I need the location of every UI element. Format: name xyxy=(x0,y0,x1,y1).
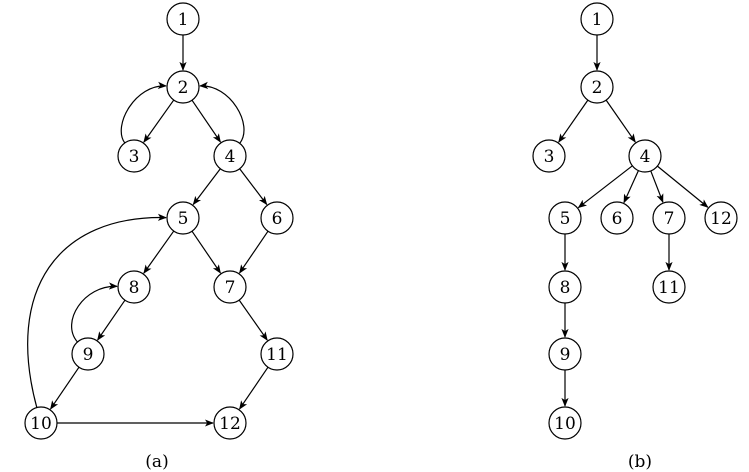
node-b-2-label: 2 xyxy=(592,78,603,98)
node-a-8-circle xyxy=(117,270,151,304)
edge-a-9-to-8 xyxy=(71,282,118,343)
node-b-2-circle xyxy=(580,70,614,104)
node-a-9-circle xyxy=(71,337,105,371)
node-b-5-circle xyxy=(548,201,582,235)
node-a-10-circle xyxy=(24,406,58,440)
node-a-10-label: 10 xyxy=(30,414,52,434)
node-b-11: 11 xyxy=(652,270,686,304)
node-a-11-circle xyxy=(260,337,294,371)
edge-b-4-to-12 xyxy=(657,165,709,208)
node-b-3-circle xyxy=(532,139,566,173)
node-b-9-circle xyxy=(548,337,582,371)
edge-a-9-to-10 xyxy=(50,366,80,410)
node-a-4-circle xyxy=(213,139,247,173)
edge-a-2-to-4 xyxy=(191,99,221,143)
edge-b-2-to-3 xyxy=(558,99,589,143)
node-a-8-label: 8 xyxy=(129,278,140,298)
node-b-6-label: 6 xyxy=(612,209,623,229)
node-a-7-circle xyxy=(213,270,247,304)
node-a-3-label: 3 xyxy=(129,147,140,167)
edge-a-8-to-9 xyxy=(97,299,126,341)
node-b-6-circle xyxy=(600,201,634,235)
node-b-12-circle xyxy=(704,201,738,235)
edge-a-6-to-7 xyxy=(239,230,269,274)
node-b-7-circle xyxy=(652,201,686,235)
node-b-3-label: 3 xyxy=(544,147,555,167)
node-b-12-label: 12 xyxy=(710,209,732,229)
node-a-8: 8 xyxy=(117,270,151,304)
node-a-5: 5 xyxy=(166,201,200,235)
edge-a-4-to-2 xyxy=(199,81,245,144)
node-b-10: 10 xyxy=(548,406,582,440)
edge-a-2-to-3 xyxy=(143,99,175,143)
node-b-3: 3 xyxy=(532,139,566,173)
edge-b-4-to-7 xyxy=(650,170,664,203)
edge-a-4-to-5 xyxy=(192,168,221,206)
node-b-8-label: 8 xyxy=(560,278,571,298)
node-b-5: 5 xyxy=(548,201,582,235)
node-b-11-label: 11 xyxy=(658,278,680,298)
caption-a: (a) xyxy=(145,452,168,472)
node-a-4: 4 xyxy=(213,139,247,173)
edge-a-11-to-12 xyxy=(239,366,269,410)
node-a-5-label: 5 xyxy=(178,209,189,229)
node-a-6-circle xyxy=(260,201,294,235)
edge-a-7-to-11 xyxy=(238,299,268,341)
node-a-12-circle xyxy=(213,406,247,440)
node-b-8-circle xyxy=(548,270,582,304)
node-b-2: 2 xyxy=(580,70,614,104)
node-a-2-circle xyxy=(166,70,200,104)
node-b-4-circle xyxy=(628,139,662,173)
node-b-9: 9 xyxy=(548,337,582,371)
node-a-1-label: 1 xyxy=(178,10,189,30)
node-a-12-label: 12 xyxy=(219,414,241,434)
edge-a-10-to-5 xyxy=(27,213,167,408)
node-a-7: 7 xyxy=(213,270,247,304)
edge-b-4-to-5 xyxy=(577,165,633,209)
node-b-6: 6 xyxy=(600,201,634,235)
node-b-10-label: 10 xyxy=(554,414,576,434)
node-a-2-label: 2 xyxy=(178,78,189,98)
node-b-12: 12 xyxy=(704,201,738,235)
node-a-3-circle xyxy=(117,139,151,173)
node-a-4-label: 4 xyxy=(225,147,236,167)
edge-b-2-to-4 xyxy=(605,99,636,143)
node-a-6: 6 xyxy=(260,201,294,235)
node-a-5-circle xyxy=(166,201,200,235)
edge-a-4-to-6 xyxy=(239,168,268,206)
node-b-4: 4 xyxy=(628,139,662,173)
node-b-7: 7 xyxy=(652,201,686,235)
node-a-2: 2 xyxy=(166,70,200,104)
node-a-3: 3 xyxy=(117,139,151,173)
node-b-9-label: 9 xyxy=(560,345,571,365)
edge-a-3-to-2 xyxy=(120,81,167,144)
node-a-9: 9 xyxy=(71,337,105,371)
node-b-8: 8 xyxy=(548,270,582,304)
node-b-10-circle xyxy=(548,406,582,440)
node-a-9-label: 9 xyxy=(83,345,94,365)
node-a-1: 1 xyxy=(166,2,200,36)
node-a-11-label: 11 xyxy=(266,345,288,365)
node-b-4-label: 4 xyxy=(640,147,651,167)
node-b-5-label: 5 xyxy=(560,209,571,229)
node-a-1-circle xyxy=(166,2,200,36)
node-b-1-label: 1 xyxy=(592,10,603,30)
node-a-12: 12 xyxy=(213,406,247,440)
edge-a-5-to-7 xyxy=(191,230,221,274)
node-b-1: 1 xyxy=(580,2,614,36)
edge-a-5-to-8 xyxy=(143,230,175,274)
node-a-10: 10 xyxy=(24,406,58,440)
node-b-1-circle xyxy=(580,2,614,36)
edge-b-4-to-6 xyxy=(623,170,639,204)
node-b-11-circle xyxy=(652,270,686,304)
node-a-11: 11 xyxy=(260,337,294,371)
caption-b: (b) xyxy=(628,452,652,472)
node-a-6-label: 6 xyxy=(272,209,283,229)
node-a-7-label: 7 xyxy=(225,278,236,298)
node-b-7-label: 7 xyxy=(664,209,675,229)
